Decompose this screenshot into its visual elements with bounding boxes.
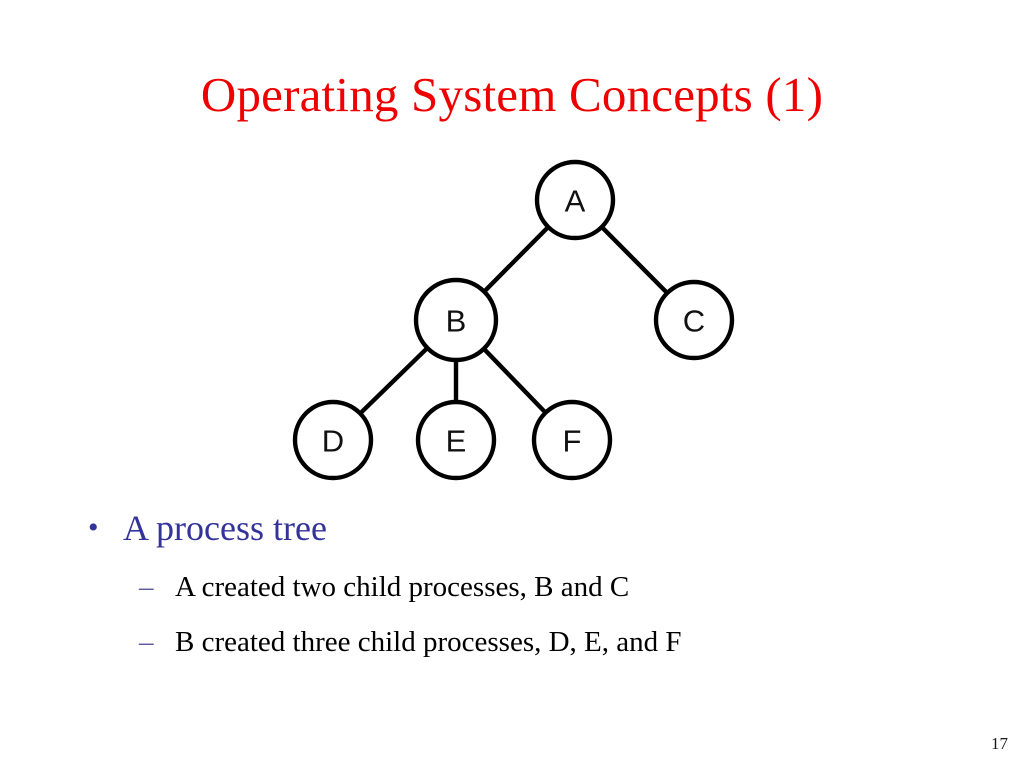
subbullet-text-b-children: B created three child processes, D, E, a… <box>175 626 682 658</box>
tree-node-label-f: F <box>563 424 582 459</box>
subbullet-item-b-children: – B created three child processes, D, E,… <box>0 622 1024 662</box>
tree-node-circle-e <box>415 399 497 481</box>
process-tree-svg: A B C D E F <box>292 159 735 481</box>
tree-node-circle-d <box>292 399 374 481</box>
bullet-dash-icon: – <box>139 571 154 603</box>
tree-node-circle-c <box>653 279 735 361</box>
tree-edge-b-d <box>357 344 431 417</box>
tree-node-a: A <box>534 159 616 241</box>
tree-node-f: F <box>531 399 613 481</box>
tree-node-b: B <box>413 277 499 363</box>
tree-nodes-layer: A B C D E F <box>292 159 735 481</box>
tree-node-circle-f <box>531 399 613 481</box>
tree-node-d: D <box>292 399 374 481</box>
tree-node-label-c: C <box>683 304 705 339</box>
tree-edges-layer <box>357 224 671 417</box>
process-tree-diagram: A B C D E F <box>270 145 770 495</box>
page-title: Operating System Concepts (1) <box>200 66 824 122</box>
tree-edge-a-c <box>598 224 671 296</box>
bullet-list: • A process tree – A created two child p… <box>0 505 1024 662</box>
subbullet-text-a-children: A created two child processes, B and C <box>175 571 630 603</box>
tree-node-label-a: A <box>565 184 586 219</box>
tree-edge-b-f <box>480 345 549 416</box>
page-number: 17 <box>991 734 1008 753</box>
bullet-dot-icon: • <box>88 511 99 544</box>
subbullet-item-a-children: – A created two child processes, B and C <box>0 567 1024 607</box>
bullet-dash-icon: – <box>139 626 154 658</box>
tree-node-label-e: E <box>446 424 467 459</box>
bullet-text-process-tree: A process tree <box>123 508 327 548</box>
tree-node-label-b: B <box>446 304 467 339</box>
tree-node-label-d: D <box>322 424 344 459</box>
tree-node-c: C <box>653 279 735 361</box>
tree-edge-a-b <box>481 224 552 295</box>
tree-node-circle-b <box>413 277 499 363</box>
bullet-item-process-tree: • A process tree <box>0 505 1024 551</box>
tree-node-e: E <box>415 399 497 481</box>
tree-node-circle-a <box>534 159 616 241</box>
